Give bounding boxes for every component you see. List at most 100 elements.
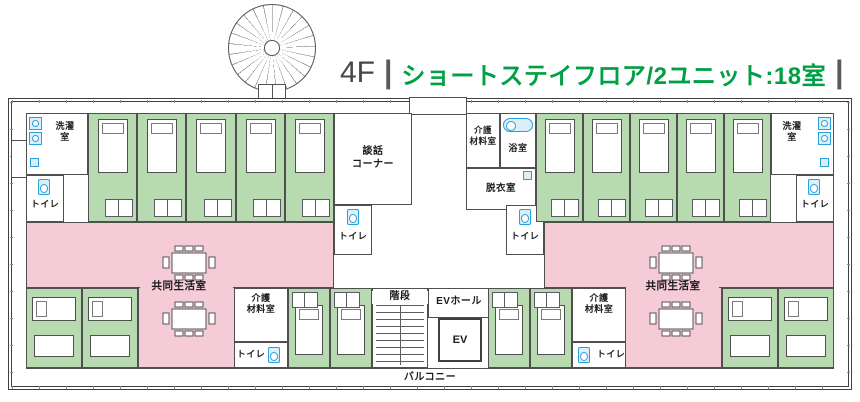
stairs-label: 階段 [372, 291, 428, 304]
bed-icon [638, 119, 669, 173]
care-material-label: 介護 材料室 [465, 125, 501, 146]
label-line: 介護 [589, 293, 609, 303]
toilet-label: トイレ [338, 231, 368, 241]
cabinet-icon [730, 335, 770, 357]
cabinet-icon [90, 335, 130, 357]
talk-corner-label: 談話 コーナー [334, 146, 412, 171]
label-line: 介護 [251, 293, 271, 303]
dressing-room-label: 脱衣室 [485, 183, 516, 194]
bedroom [778, 288, 834, 368]
label-line: 材料室 [469, 135, 497, 146]
bedroom [236, 113, 285, 222]
bedroom [530, 288, 572, 368]
bedroom [583, 113, 630, 222]
toilet-label: トイレ [800, 199, 830, 209]
cabinet-icon [786, 335, 826, 357]
laundry-room-label: 洗濯 室 [45, 121, 85, 144]
bedroom [536, 113, 583, 222]
care-material-room-top [466, 113, 500, 168]
common-area-right-join [626, 286, 719, 290]
title-divider: | [835, 55, 844, 90]
dining-table-icon [649, 245, 703, 281]
bedroom [722, 288, 778, 368]
sink-icon [30, 158, 39, 167]
label-line: 洗濯 [782, 121, 802, 131]
sink-icon [820, 158, 829, 167]
cabinet-icon [34, 335, 74, 357]
bath-label: 浴室 [508, 143, 528, 153]
bed-icon [32, 297, 76, 321]
sink-icon [523, 171, 532, 180]
bedroom [724, 113, 771, 222]
washing-machine-icon [29, 132, 42, 145]
care-material-label: 介護 材料室 [572, 293, 626, 316]
toilet-icon [268, 347, 280, 363]
bed-icon [294, 119, 325, 173]
bedroom [288, 288, 330, 368]
common-living-room-label: 共同生活室 [151, 280, 207, 292]
toilet-label: トイレ [30, 199, 60, 209]
bedroom [630, 113, 677, 222]
bed-icon [685, 119, 716, 173]
common-area-left-join [140, 286, 233, 290]
balcony-wall [26, 368, 834, 369]
bed-icon [295, 305, 323, 355]
floor-number: 4F [340, 56, 376, 89]
stair-treads-icon [376, 305, 424, 365]
bedroom [137, 113, 186, 222]
toilet-label: トイレ [596, 349, 626, 359]
bedroom [186, 113, 236, 222]
floor-description: ショートステイフロア/2ユニット:18室 [401, 62, 827, 90]
bedroom [285, 113, 334, 222]
bedroom [488, 288, 530, 368]
care-material-label: 介護 材料室 [234, 293, 288, 316]
bedroom [26, 288, 82, 368]
balcony-label: バルコニー [403, 372, 457, 383]
bed-icon [728, 297, 772, 321]
bed-icon [337, 305, 365, 355]
label-line: 洗濯 [55, 121, 75, 131]
dining-table-icon [649, 301, 703, 337]
elevator: EV [438, 318, 482, 362]
label-line: 室 [60, 132, 70, 143]
bed-icon [784, 297, 828, 321]
label-line: 材料室 [246, 304, 276, 315]
bed-icon [591, 119, 622, 173]
laundry-room-label: 洗濯 室 [772, 121, 812, 144]
spiral-staircase-icon [228, 4, 316, 92]
bathtub-icon [503, 118, 533, 132]
bed-icon [537, 305, 565, 355]
bed-icon [146, 119, 177, 173]
common-living-room-label: 共同生活室 [645, 280, 701, 292]
label-line: 談話 [362, 146, 384, 157]
window-wall-bottom [12, 386, 848, 389]
care-material-room-bottom-left [234, 288, 288, 342]
bed-icon [544, 119, 575, 173]
label-line: 材料室 [584, 304, 614, 315]
bed-icon [196, 119, 226, 173]
talk-corner-room [334, 113, 412, 205]
elevator-hall [428, 288, 490, 318]
bedroom [82, 288, 138, 368]
dining-table-icon [162, 301, 216, 337]
label-line: コーナー [352, 158, 394, 170]
ev-hall-label: EVホール [436, 296, 482, 307]
elevator-label: EV [452, 334, 468, 346]
toilet-icon [38, 179, 50, 195]
washing-machine-icon [29, 117, 42, 130]
bedroom [330, 288, 372, 368]
toilet-icon [347, 209, 359, 225]
toilet-label: トイレ [510, 231, 540, 241]
top-center-bay [409, 97, 467, 115]
dining-table-icon [162, 245, 216, 281]
washing-machine-icon [818, 132, 831, 145]
toilet-icon [519, 209, 531, 225]
title-divider: | [384, 55, 393, 90]
label-line: 室 [787, 132, 797, 143]
care-material-room-bottom-right [572, 288, 626, 342]
label-line: 介護 [473, 125, 492, 135]
bed-icon [88, 297, 132, 321]
toilet-label: トイレ [236, 349, 266, 359]
toilet-icon [578, 347, 590, 363]
